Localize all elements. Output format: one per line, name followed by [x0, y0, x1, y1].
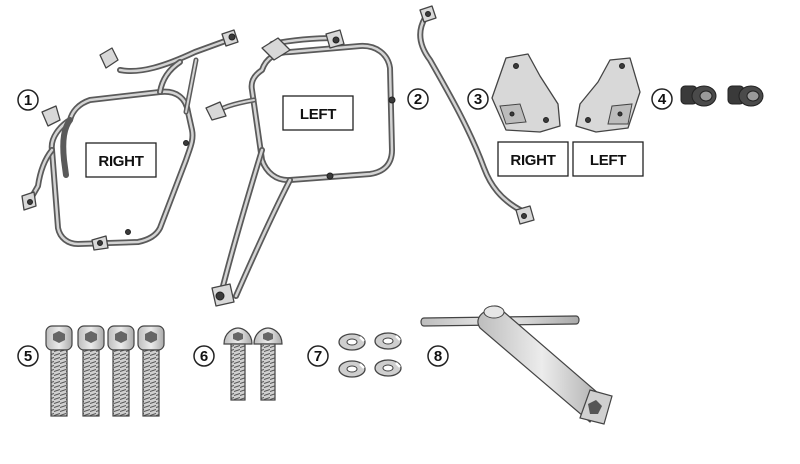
callout-3-text: 3	[474, 91, 482, 108]
callout-2: 2	[407, 88, 429, 110]
callout-6-text: 6	[200, 348, 208, 365]
frame-right-label: RIGHT	[98, 153, 143, 170]
bolt	[45, 325, 73, 417]
part-5-long-bolts	[45, 325, 165, 417]
callout-1-text: 1	[24, 92, 32, 109]
frame-right-label-box	[85, 142, 157, 178]
plate-right-label: RIGHT	[510, 152, 555, 169]
bolt	[253, 327, 283, 401]
part-2-support-bar	[417, 5, 535, 225]
callout-1: 1	[17, 89, 39, 111]
bolt	[137, 325, 165, 417]
plate-left-label: LEFT	[590, 152, 626, 169]
bolt	[77, 325, 105, 417]
bolt	[107, 325, 135, 417]
frame-left-label: LEFT	[300, 106, 336, 123]
washer	[338, 333, 366, 351]
frame-left-label-box	[282, 95, 354, 131]
part-4-knobs	[680, 85, 764, 107]
callout-4: 4	[651, 88, 673, 110]
callout-7: 7	[307, 345, 329, 367]
callout-4-text: 4	[658, 91, 667, 108]
washer	[374, 359, 402, 377]
callout-6: 6	[193, 345, 215, 367]
plate-right-label-box	[497, 141, 569, 177]
knob	[680, 85, 717, 107]
bolt	[223, 327, 253, 401]
part-3-left-plate	[575, 57, 641, 133]
washer	[374, 332, 402, 350]
callout-3: 3	[467, 88, 489, 110]
knob	[727, 85, 764, 107]
part-7-washers	[338, 332, 402, 378]
callout-5-text: 5	[24, 348, 32, 365]
part-1-right-side-frame: RIGHT	[21, 29, 239, 251]
callout-8-text: 8	[434, 348, 442, 365]
part-1-left-side-frame: LEFT	[205, 29, 396, 307]
plate-left-label-box	[572, 141, 644, 177]
callout-8: 8	[427, 345, 449, 367]
callout-2-text: 2	[414, 91, 422, 108]
callout-5: 5	[17, 345, 39, 367]
callout-7-text: 7	[314, 348, 322, 365]
part-6-short-bolts	[223, 327, 283, 401]
part-8-t-wrench	[420, 305, 613, 425]
washer	[338, 360, 366, 378]
part-3-right-plate	[491, 53, 561, 133]
